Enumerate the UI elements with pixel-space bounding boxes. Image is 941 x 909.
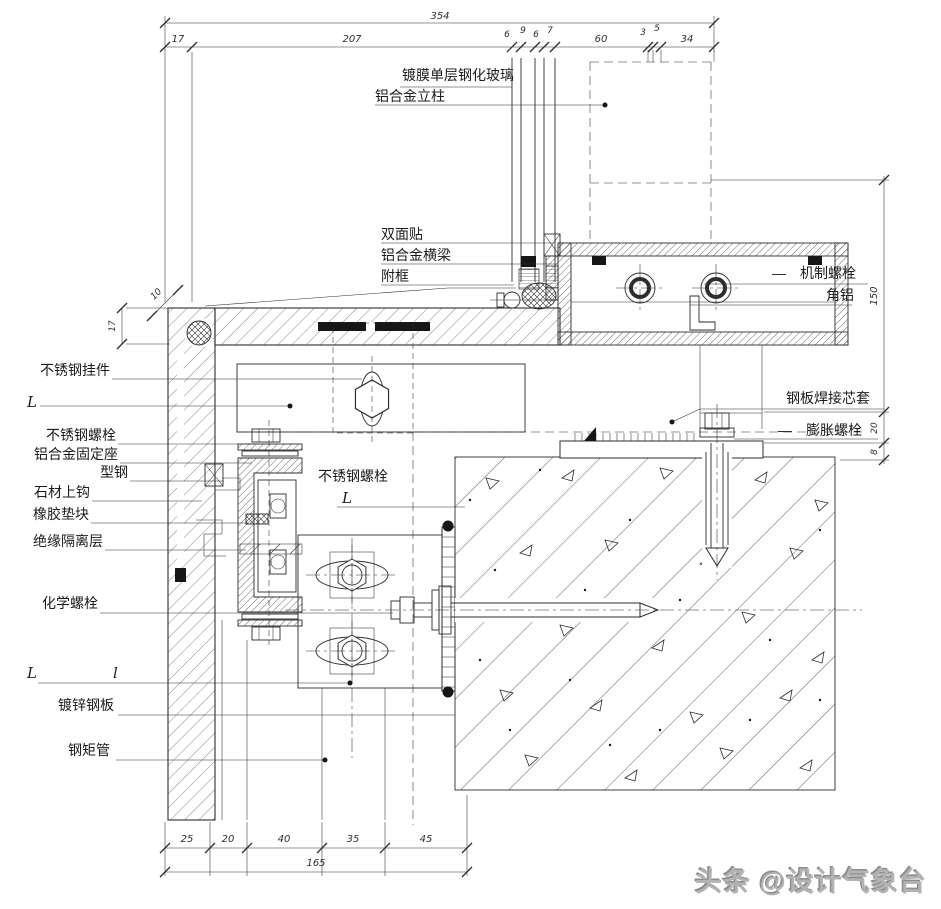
label-angle-L-inner: L [341, 489, 352, 507]
bracket-inner-plate [257, 479, 297, 593]
stone-coping [204, 287, 561, 346]
machine-bolt-left [616, 264, 664, 312]
label-alu-fixed-seat: 铝合金固定座 [34, 446, 118, 462]
mullion-hidden-outline [589, 61, 712, 243]
top-dimensions: 354 17 207 6 9 6 7 60 3 5 34 [159, 11, 720, 302]
expansion-bolt [699, 404, 735, 580]
dim-20b: 20 [222, 834, 235, 845]
weld-dash-1: — [772, 265, 786, 281]
dim-8: 8 [870, 449, 880, 455]
dim-150: 150 [869, 286, 880, 305]
dim-9: 9 [520, 26, 526, 36]
steel-tube-lines [221, 620, 386, 820]
label-angle-l: l [113, 664, 118, 682]
dim-60: 60 [595, 34, 608, 45]
transom-right-wall [834, 242, 849, 346]
dim-45: 45 [420, 834, 433, 845]
leader-labels-left: 不锈钢挂件 L 不锈钢螺栓 铝合金固定座 型钢 石材上钩 橡胶垫块 绝缘隔离层 … [26, 362, 455, 763]
bracket-assembly [196, 420, 303, 645]
label-ss-hanger: 不锈钢挂件 [40, 362, 110, 378]
dim-stone-17: 17 [108, 320, 118, 332]
label-mullion: 铝合金立柱 [375, 88, 445, 104]
dim-6b: 6 [533, 30, 539, 40]
insulation-strip [239, 543, 303, 555]
bottom-dimensions: 25 20 40 35 45 165 [159, 795, 473, 878]
dim-34: 34 [681, 34, 694, 45]
concrete-wall [454, 456, 836, 791]
label-angle-L-1: L [26, 393, 37, 411]
dim-joint-10: 10 [149, 287, 164, 302]
stone-hook-profile [196, 477, 241, 557]
embed-steel-plate [559, 440, 764, 459]
dim-20: 20 [870, 422, 880, 434]
dim-3: 3 [640, 28, 646, 38]
dim-35: 35 [347, 834, 360, 845]
dim-207: 207 [342, 34, 362, 45]
dim-top-overall: 354 [430, 11, 449, 22]
watermark: 头条 @设计气象台 [695, 867, 927, 897]
transom-top-wall [557, 242, 849, 257]
concrete-aggregate [468, 467, 829, 782]
label-section-steel: 型钢 [100, 464, 128, 480]
stone-panel [167, 307, 216, 821]
subframe-profile [545, 255, 559, 301]
rubber-pad-block [245, 513, 269, 525]
label-insulation: 绝缘隔离层 [33, 533, 103, 549]
concrete-body [454, 456, 836, 791]
label-machine-bolt: 机制螺栓 [800, 265, 856, 281]
transom-bottom-wall [557, 331, 849, 346]
leader-labels-right: — 机制螺栓 角铝 钢板焊接芯套 — 膨胀螺栓 [669, 265, 884, 440]
dim-7: 7 [547, 26, 553, 36]
label-galvanized-plate: 镀锌钢板 [58, 697, 114, 713]
transom-assembly [490, 233, 849, 429]
setting-block [521, 256, 536, 267]
cast-in-channel [441, 520, 456, 698]
weld-dash-2: — [778, 422, 792, 438]
glass-pane-lines [511, 58, 556, 282]
label-expansion-bolt: 膨胀螺栓 [806, 422, 862, 438]
dim-17: 17 [172, 34, 185, 45]
right-dimensions: 150 20 8 [711, 174, 890, 466]
stone-panel-body [167, 307, 216, 821]
label-steel-tube: 钢矩管 [68, 742, 110, 758]
label-double-tape: 双面贴 [381, 226, 423, 242]
dim-6a: 6 [504, 30, 510, 40]
dim-bottom-overall: 165 [306, 858, 325, 869]
angle-aluminum-piece [689, 295, 716, 331]
corner-sealant [186, 320, 212, 346]
leader-label-inner: 不锈钢螺栓 L [318, 468, 465, 508]
dim-40: 40 [278, 834, 291, 845]
panel-joint-sealant [175, 568, 186, 582]
machine-bolt-right [692, 264, 740, 312]
label-transom: 铝合金横梁 [381, 247, 451, 263]
galvanized-plate-body [297, 534, 443, 689]
label-rubber-pad: 橡胶垫块 [33, 506, 89, 522]
embed-plate-assembly [559, 404, 764, 580]
hanger-hidden-body [332, 322, 414, 434]
flashing-wedge [204, 287, 516, 307]
label-subframe: 附框 [381, 268, 409, 284]
fixed-seat-channel [237, 457, 303, 613]
chemical-anchor-bolt [285, 585, 862, 635]
transom-bracket-lines [699, 345, 763, 429]
label-ss-bolt: 不锈钢螺栓 [46, 427, 116, 443]
label-stone-hook: 石材上钩 [34, 484, 90, 500]
weld-mark [584, 427, 596, 441]
label-chemical-bolt: 化学螺栓 [42, 595, 98, 611]
label-ss-bolt-inner: 不锈钢螺栓 [318, 468, 388, 484]
leader-labels-top: 镀膜单层钢化玻璃 铝合金立柱 双面贴 铝合金横梁 附框 [375, 67, 608, 286]
dim-5: 5 [654, 24, 660, 34]
anchor-plate-assembly [285, 520, 862, 758]
label-angle-L-2: L [26, 664, 37, 682]
section-steel-box [204, 463, 224, 487]
glazing-tab-right [808, 256, 822, 265]
glazing-tab-left [592, 256, 606, 265]
dim-25: 25 [181, 834, 194, 845]
label-steel-sleeve: 钢板焊接芯套 [786, 390, 870, 406]
label-glass: 镀膜单层钢化玻璃 [402, 67, 514, 83]
label-angle-aluminum: 角铝 [826, 287, 854, 303]
mullion [589, 61, 712, 243]
